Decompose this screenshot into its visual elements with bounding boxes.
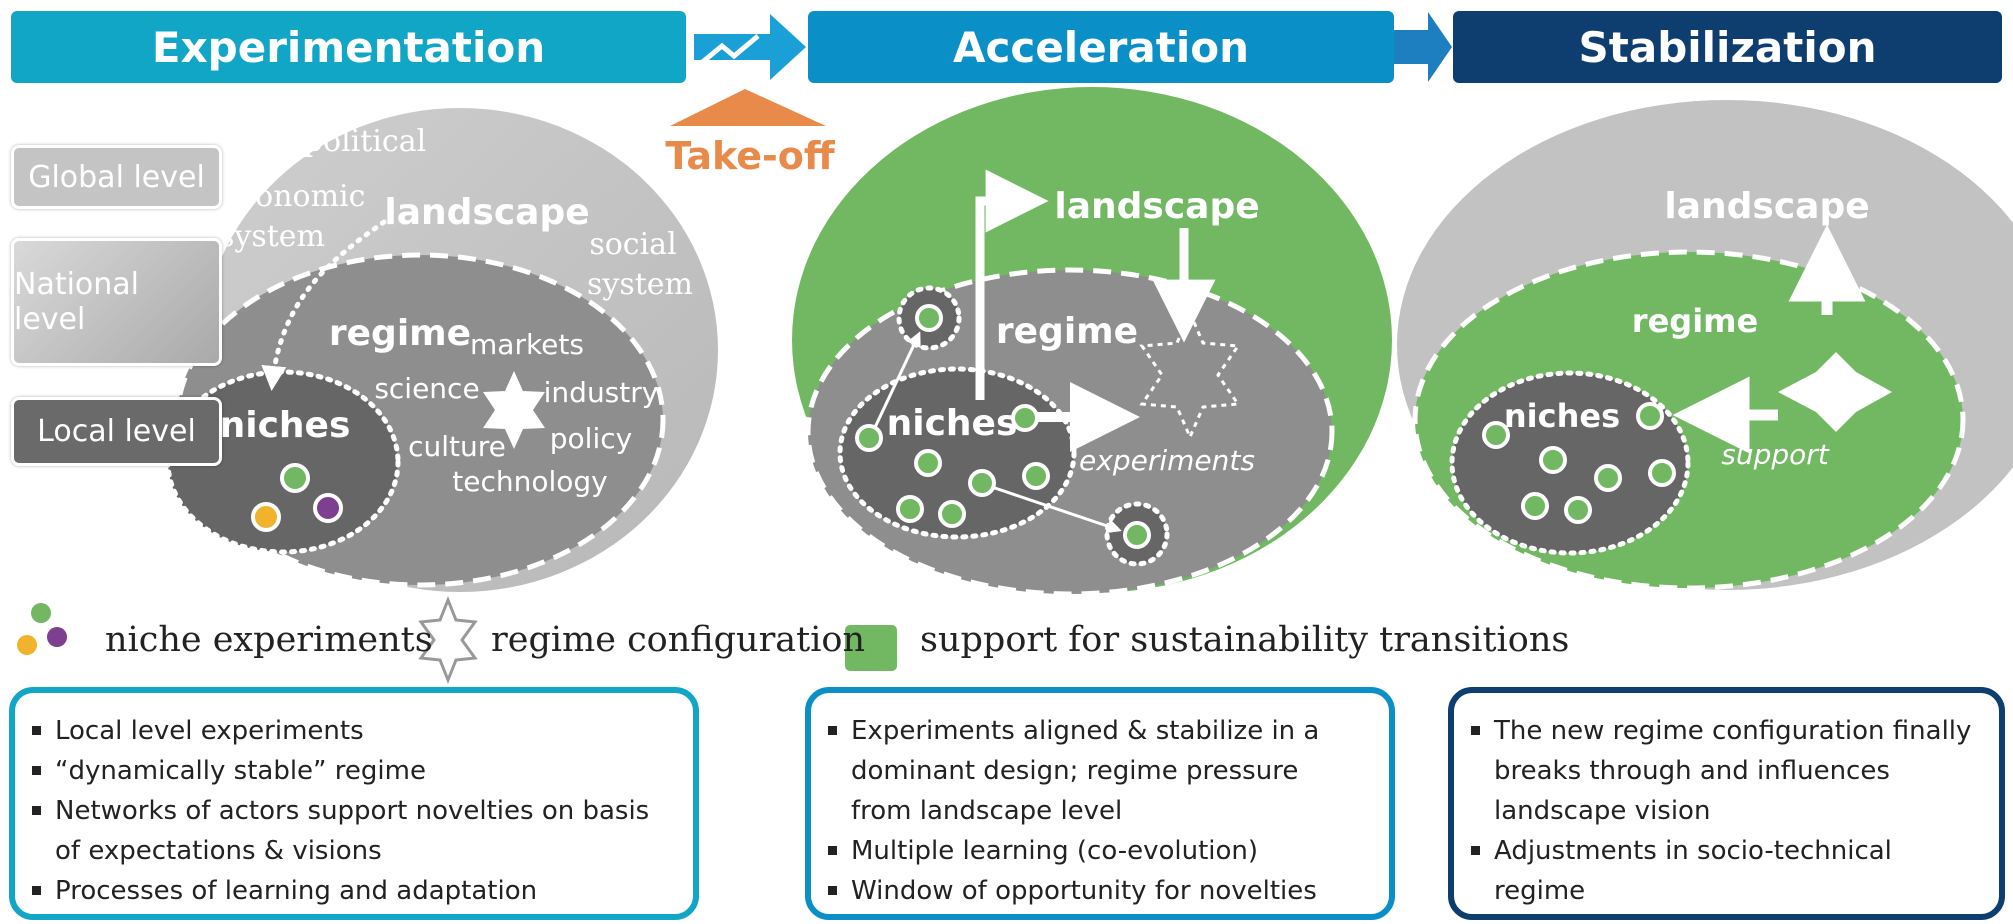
global-level-label: Global level bbox=[28, 159, 205, 195]
label-landscape: landscape bbox=[1664, 186, 1869, 227]
label-social-system: system bbox=[587, 267, 693, 302]
label-support: support bbox=[1721, 438, 1830, 471]
phase-stabilization-banner: Stabilization bbox=[1453, 11, 2002, 83]
experimentation-description-box: Local level experiments “dynamically sta… bbox=[9, 687, 699, 920]
niche-diffusion-arrow-up bbox=[868, 331, 921, 439]
phase-experimentation-banner: Experimentation bbox=[11, 11, 686, 83]
acceleration-panel: landscape regime niches experiments bbox=[792, 87, 1392, 597]
niche-experiment-green bbox=[1123, 521, 1151, 549]
stabilization-panel: landscape regime support niches bbox=[1397, 100, 2013, 591]
label-industry: industry bbox=[544, 376, 659, 409]
description-item: Multiple learning (co-evolution) bbox=[828, 831, 1379, 871]
niche-experiment-green bbox=[1594, 464, 1622, 492]
label-technology: technology bbox=[452, 465, 607, 498]
niche-experiment-green bbox=[855, 424, 883, 452]
label-regime: regime bbox=[329, 313, 471, 354]
description-item: Processes of learning and adaptation bbox=[32, 871, 683, 911]
label-regime: regime bbox=[1632, 302, 1758, 340]
description-item: Adjustments in socio-technical bbox=[1471, 831, 1989, 871]
phase-acceleration-banner: Acceleration bbox=[808, 11, 1394, 83]
niche-experiment-green bbox=[938, 500, 966, 528]
phase-acceleration-title: Acceleration bbox=[953, 22, 1249, 72]
label-markets: markets bbox=[470, 328, 584, 361]
niche-to-landscape-arrow bbox=[975, 169, 1049, 400]
label-policy: policy bbox=[550, 422, 632, 455]
niche-experiment-green bbox=[968, 469, 996, 497]
local-level-label: Local level bbox=[37, 414, 196, 449]
niche-experiment-green bbox=[1564, 496, 1592, 524]
legend-support-swatch bbox=[845, 625, 897, 671]
label-landscape: landscape bbox=[1054, 186, 1259, 227]
legend-regime-configuration-icon bbox=[418, 595, 478, 685]
niche-experiment-green bbox=[280, 463, 310, 493]
niche-experiment-green bbox=[1539, 446, 1567, 474]
label-experiments: experiments bbox=[1079, 444, 1255, 477]
niche-experiment-green bbox=[1521, 492, 1549, 520]
national-level-label: National level bbox=[14, 267, 140, 337]
regime-configuration-star-outline bbox=[1139, 309, 1241, 441]
niche-experiment-green bbox=[914, 449, 942, 477]
description-item-continuation: of expectations & visions bbox=[55, 836, 382, 866]
description-item: The new regime configuration finally bbox=[1471, 711, 1989, 751]
description-item: “dynamically stable” regime bbox=[32, 751, 683, 791]
phase-transition-arrow-2 bbox=[1394, 12, 1452, 82]
description-item-continuation: from landscape level bbox=[851, 796, 1123, 826]
niche-experiment-green bbox=[915, 304, 943, 332]
niche-experiment-green bbox=[1648, 459, 1676, 487]
label-niches: niches bbox=[1504, 397, 1620, 435]
label-political: political bbox=[304, 124, 426, 159]
description-item: Window of opportunity for novelties bbox=[828, 871, 1379, 911]
description-item: Experiments aligned & stabilize in a bbox=[828, 711, 1379, 751]
label-science: science bbox=[374, 372, 479, 405]
legend-support-label: support for sustainability transitions bbox=[920, 620, 1570, 660]
niche-experiment-yellow bbox=[251, 502, 281, 532]
local-level-box: Local level bbox=[11, 397, 222, 466]
regime-star-icon bbox=[483, 371, 545, 449]
label-economic-system: system bbox=[219, 219, 325, 254]
description-item-continuation: breaks through and influences bbox=[1494, 756, 1890, 786]
label-culture: culture bbox=[408, 430, 506, 463]
niche-experiment-green bbox=[1482, 421, 1510, 449]
label-landscape: landscape bbox=[384, 192, 589, 233]
label-niches: niches bbox=[887, 403, 1018, 444]
niche-experiment-green bbox=[1636, 402, 1664, 430]
phase-stabilization-title: Stabilization bbox=[1578, 22, 1877, 72]
description-item: Networks of actors support novelties on … bbox=[32, 791, 683, 831]
legend-niche-experiments-label: niche experiments bbox=[105, 620, 433, 660]
landscape-to-niche-dotted-arrow bbox=[261, 219, 387, 391]
niche-diffusion-arrow-down bbox=[982, 482, 1122, 534]
label-regime: regime bbox=[996, 311, 1138, 352]
phase-transition-arrow-1 bbox=[694, 14, 806, 80]
experimentation-panel: political economic system landscape soci… bbox=[165, 108, 718, 592]
niche-experiment-green bbox=[1011, 404, 1039, 432]
description-item-continuation: regime bbox=[1494, 876, 1586, 906]
label-economic: economic bbox=[221, 179, 366, 214]
national-level-box: National level bbox=[11, 238, 222, 366]
label-social: social bbox=[589, 227, 676, 262]
description-item: Local level experiments bbox=[32, 711, 683, 751]
stabilization-description-box: The new regime configuration finally bre… bbox=[1448, 687, 2005, 920]
niche-experiment-green bbox=[896, 495, 924, 523]
description-item-continuation: dominant design; regime pressure bbox=[851, 756, 1299, 786]
phase-experimentation-title: Experimentation bbox=[151, 22, 546, 72]
acceleration-description-box: Experiments aligned & stabilize in a dom… bbox=[805, 687, 1395, 920]
legend-regime-configuration-label: regime configuration bbox=[491, 620, 866, 660]
global-level-box: Global level bbox=[11, 145, 222, 209]
takeoff-label: Take-off bbox=[665, 134, 836, 178]
label-niches: niches bbox=[220, 405, 351, 446]
description-item-continuation: landscape vision bbox=[1494, 796, 1711, 826]
niche-experiment-green bbox=[1022, 462, 1050, 490]
takeoff-triangle bbox=[670, 89, 826, 126]
niches-ellipse bbox=[1449, 370, 1691, 556]
regime-star-icon bbox=[1778, 352, 1892, 432]
legend-niche-experiments-icon bbox=[17, 603, 67, 655]
niche-experiment-purple bbox=[313, 493, 343, 523]
